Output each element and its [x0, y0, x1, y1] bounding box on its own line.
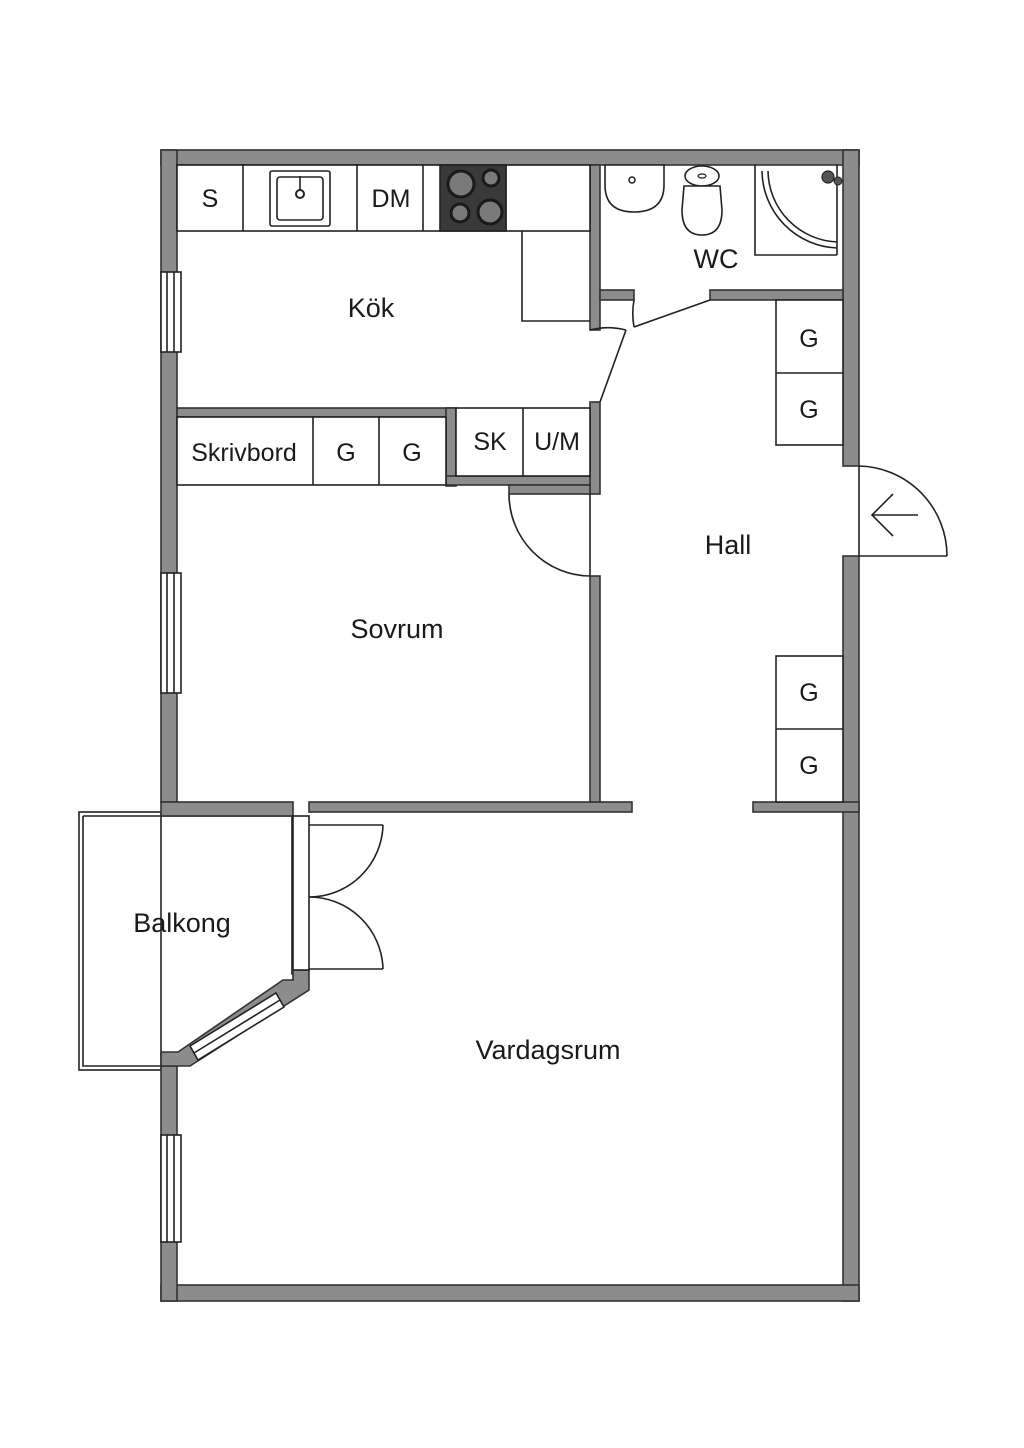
window-kitchen [160, 271, 182, 353]
wardrobe-label: G [799, 396, 818, 424]
hall-wardrobes-upper: G G [775, 299, 844, 446]
fixture-label-skrivbord: Skrivbord [191, 439, 297, 467]
entrance-door [858, 465, 948, 557]
room-label-vardagsrum: Vardagsrum [475, 1035, 620, 1065]
wardrobe-label: G [799, 752, 818, 780]
sink-icon [269, 170, 331, 227]
windows [160, 271, 286, 1243]
balcony-door [292, 815, 384, 971]
washbasin-icon [604, 164, 665, 213]
wardrobe-label: G [336, 439, 355, 467]
arrow-left-icon [870, 493, 918, 537]
toilet-icon [681, 165, 723, 236]
window-bedroom [160, 572, 182, 694]
balcony [78, 811, 303, 1071]
window-balcony-diagonal [188, 991, 286, 1062]
room-label-sovrum: Sovrum [350, 614, 443, 644]
kitchen-counter: S DM [176, 164, 591, 322]
wc-door [631, 299, 711, 328]
kitchen-door [589, 326, 627, 403]
room-labels: Kök WC Hall Sovrum Balkong Vardagsrum [133, 244, 751, 1065]
bedroom-storage: Skrivbord G G [176, 416, 447, 486]
fixture-label-dm: DM [372, 185, 411, 213]
fixture-label-s: S [202, 185, 219, 213]
hall-closets: SK U/M [455, 407, 591, 477]
wc-fixtures [604, 164, 843, 256]
wardrobe-label: G [799, 325, 818, 353]
shower-icon [754, 165, 843, 256]
fixture-label-um: U/M [534, 428, 580, 456]
bedroom-door [508, 493, 591, 577]
room-label-kok: Kök [348, 293, 395, 323]
hall-wardrobes-lower: G G [775, 655, 844, 803]
fixture-label-sk: SK [473, 428, 507, 456]
outer-walls [160, 149, 860, 1302]
interior-walls [176, 164, 844, 803]
room-label-balkong: Balkong [133, 908, 231, 938]
room-label-wc: WC [694, 244, 739, 274]
wardrobe-label: G [402, 439, 421, 467]
room-label-hall: Hall [705, 530, 752, 560]
wardrobe-label: G [799, 679, 818, 707]
stove-icon [439, 164, 507, 232]
window-living-room [160, 1134, 182, 1243]
